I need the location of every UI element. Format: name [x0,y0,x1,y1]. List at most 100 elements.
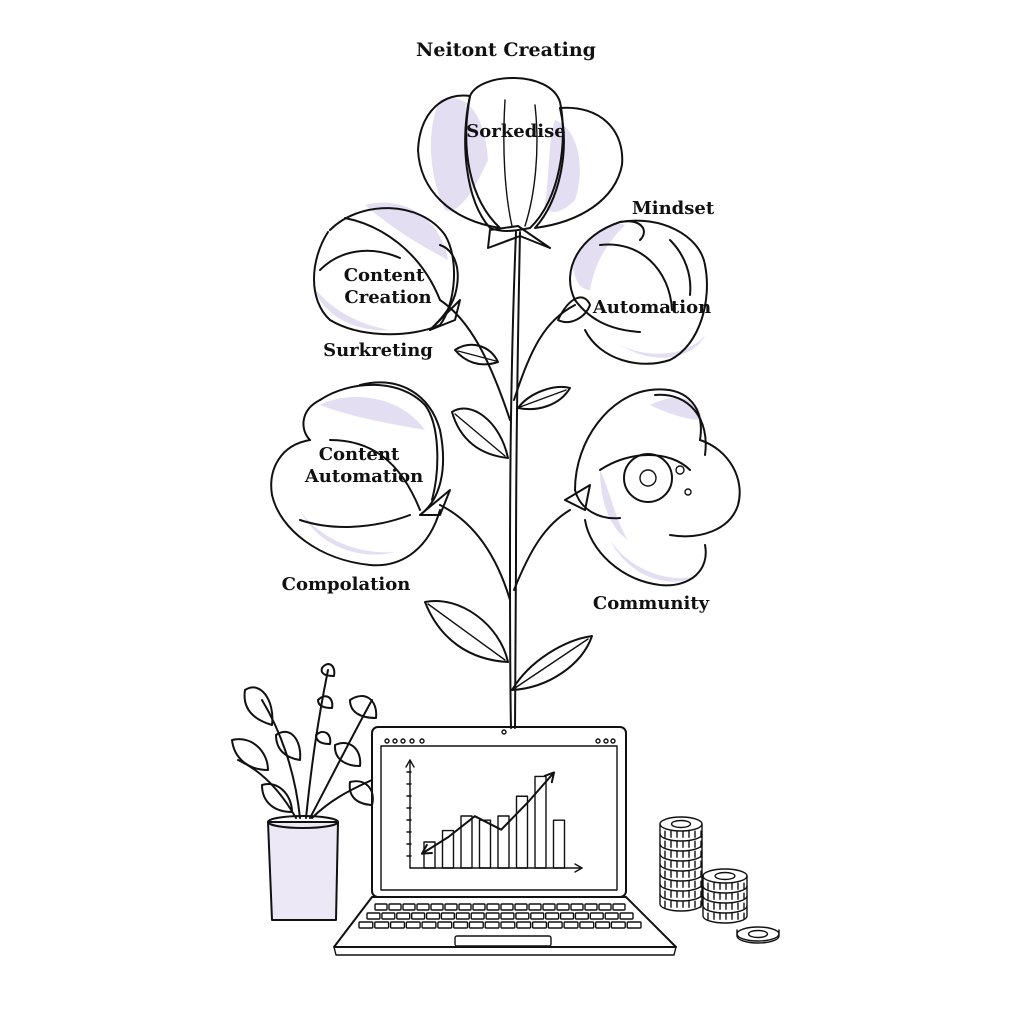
coin [702,895,748,914]
keyboard-key [453,921,469,929]
coin [702,905,748,924]
keyboard-key [595,921,611,929]
keyboard-key [486,903,500,911]
keyboard-key [381,912,396,920]
leaf-icon [517,386,571,410]
keyboard-key [559,912,575,920]
chart-bar [441,829,455,869]
flower-icon [312,202,461,336]
keyboard-key [542,903,556,911]
keyboard-key [430,903,444,911]
chart-trend-tail [421,843,433,855]
keyboard-key [416,903,430,911]
keyboard-key [485,912,500,920]
laptop-icon [333,726,677,956]
label-content-automation-line1: Content [319,444,400,465]
chart-bar [478,819,492,869]
keyboard-key [612,903,626,911]
keyboard-key [421,921,437,929]
keyboard-key [468,921,484,929]
coin-top [659,816,703,832]
label-content-creation-line2: Creation [344,287,431,308]
keyboard-key [530,912,545,920]
chart-x-axis-arrow [574,863,583,873]
chart-bar [552,819,566,869]
keyboard-key [440,912,455,920]
keyboard-key [472,903,486,911]
leaf-icon [451,407,509,459]
coin-stack-icon [659,816,780,944]
keyboard-key [626,921,642,929]
keyboard-key [563,921,579,929]
chart-bar [534,775,547,869]
keyboard-key [531,921,548,929]
chart-bar [460,815,473,869]
chart-bar [515,795,529,869]
keyboard-key [437,921,453,929]
flower-icon [417,77,624,249]
label-automation: Automation [592,297,711,318]
flower-icon [270,381,451,567]
keyboard-key [411,912,426,920]
keyboard-key [366,912,381,920]
chart-y-axis-arrow [405,759,415,768]
chart-bar [497,815,510,869]
coin-top [736,926,780,942]
keyboard-key [455,912,470,920]
keyboard-key [402,903,416,911]
keyboard-key [374,921,390,929]
label-content-creation-line1: Content [344,265,425,286]
keyboard-key [484,921,500,929]
label-surkreting: Surkreting [323,340,433,361]
keyboard-key [358,921,374,929]
flower-icon [557,219,708,365]
label-content-automation-line2: Automation [304,466,423,487]
keyboard-key [574,912,590,920]
coin-emblem [670,819,692,829]
keyboard-key [545,912,560,920]
keyboard-key [405,921,421,929]
keyboard-key [514,903,528,911]
keyboard-key [515,912,530,920]
growth-chart [405,759,583,873]
label-compolation: Compolation [282,574,411,595]
keyboard-key [444,903,458,911]
coin [702,875,748,894]
leaf-icon [454,343,499,366]
label-community: Community [593,593,710,614]
leaf-icon [424,600,509,663]
keyboard-key [458,903,472,911]
coin [736,929,780,944]
keyboard-key [500,921,516,929]
keyboard-key [388,903,402,911]
chart-trend-line [421,771,555,855]
keyboard-key [598,903,612,911]
keyboard-key [425,912,441,920]
keyboard-key [547,921,563,929]
coin-emblem [747,929,769,939]
chart-bar [423,841,436,869]
keyboard-key [619,912,634,920]
keyboard-key [604,912,619,920]
keyboard-key [516,921,532,929]
keyboard-key [584,903,598,911]
potted-plant-icon [231,663,378,921]
keyboard-key [570,903,584,911]
keyboard-key [528,903,542,911]
keyboard-key [556,903,570,911]
keyboard-key [500,903,514,911]
keyboard-key [589,912,604,920]
flower-icon [564,388,741,587]
coin-top [702,868,748,884]
keyboard-key [374,903,388,911]
coin-emblem [714,871,736,881]
keyboard-key [500,912,515,920]
label-sorkedise: Sorkedise [466,121,565,142]
diagram-title: Neitont Creating [416,39,596,61]
keyboard-key [396,912,411,920]
leaf-icon [511,635,593,691]
main-stem [439,231,576,729]
keyboard-key [579,921,595,929]
coin [702,885,748,904]
